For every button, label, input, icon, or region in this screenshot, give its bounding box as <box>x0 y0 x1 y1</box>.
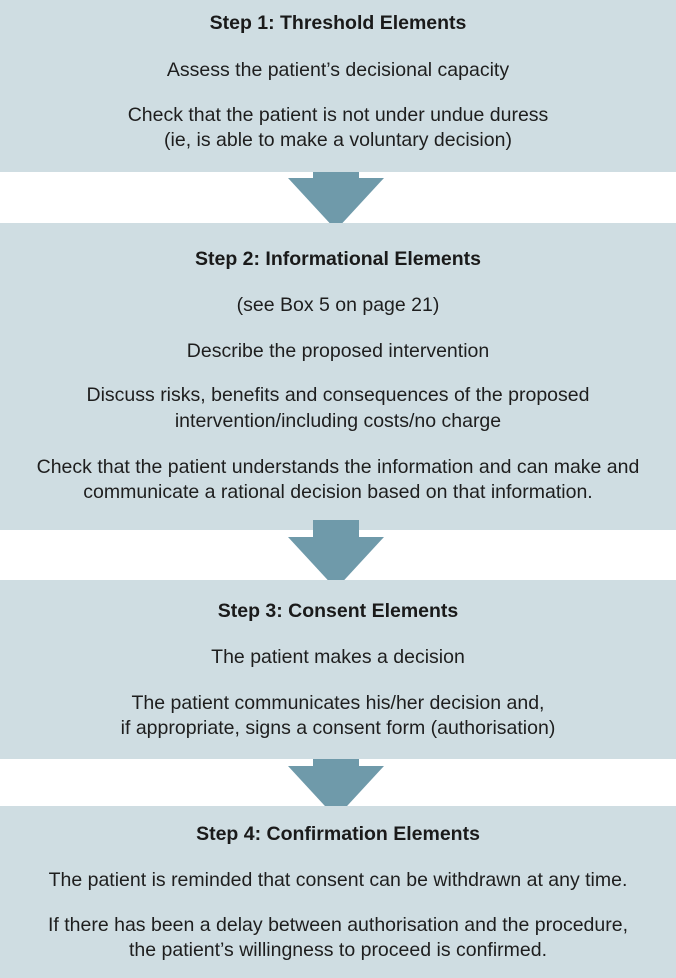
step-2-line-6: communicate a rational decision based on… <box>83 481 593 503</box>
step-3-line-1: The patient makes a decision <box>211 646 465 668</box>
arrow-1-shaft <box>313 172 359 178</box>
arrow-3-shaft <box>313 759 359 767</box>
step-1-line-1: Assess the patient’s decisional capacity <box>166 59 510 81</box>
step-4-line-3: the patient’s willingness to proceed is … <box>128 939 548 961</box>
step-4-line-2: If there has been a delay between author… <box>48 914 628 936</box>
step-1-line-3: (ie, is able to make a voluntary decisio… <box>164 129 512 151</box>
step-2-line-3: Discuss risks, benefits and consequences… <box>86 384 590 406</box>
step-3-title: Step 3: Consent Elements <box>217 600 459 622</box>
step-4-title: Step 4: Confirmation Elements <box>196 823 480 845</box>
step-4-box: Step 4: Confirmation Elements The patien… <box>0 806 676 978</box>
step-3-line-2: The patient communicates his/her decisio… <box>131 692 545 714</box>
arrow-2-shaft <box>313 520 359 538</box>
step-2-line-5: Check that the patient understands the i… <box>36 456 640 478</box>
step-2-line-2: Describe the proposed intervention <box>186 340 490 362</box>
step-2-line-1: (see Box 5 on page 21) <box>236 294 440 316</box>
step-4-line-1: The patient is reminded that consent can… <box>48 869 628 891</box>
arrow-1-down-icon <box>288 178 384 230</box>
step-2-line-4: intervention/including costs/no charge <box>174 410 502 432</box>
step-2-box: Step 2: Informational Elements (see Box … <box>0 223 676 530</box>
step-2-title: Step 2: Informational Elements <box>194 248 482 270</box>
step-1-line-2: Check that the patient is not under undu… <box>127 104 549 126</box>
step-1-title: Step 1: Threshold Elements <box>209 12 467 34</box>
step-3-line-3: if appropriate, signs a consent form (au… <box>120 717 556 739</box>
step-1-box: Step 1: Threshold Elements Assess the pa… <box>0 0 676 172</box>
step-3-box: Step 3: Consent Elements The patient mak… <box>0 580 676 759</box>
